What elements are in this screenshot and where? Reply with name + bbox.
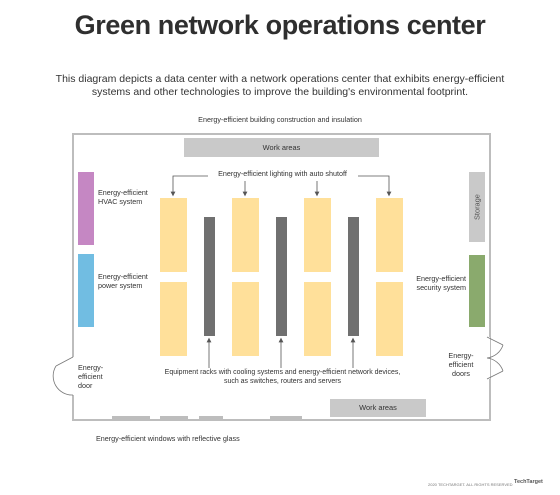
security-label: Energy-efficient security system [416, 274, 466, 292]
equipment-rack [304, 282, 331, 356]
brand-logo: TechTarget [514, 479, 543, 485]
hvac-system-block [78, 172, 94, 245]
page-subtitle: This diagram depicts a data center with … [55, 73, 505, 98]
hvac-label: Energy-efficient HVAC system [98, 188, 148, 206]
equipment-rack [232, 198, 259, 272]
work-area-top: Work areas [184, 138, 379, 157]
building-label: Energy-efficient building construction a… [198, 115, 362, 124]
windows-label: Energy-efficient windows with reflective… [96, 434, 240, 443]
window-segment [112, 416, 150, 420]
network-device [348, 217, 359, 336]
page-title: Green network operations center [74, 10, 486, 40]
window-segment [160, 416, 188, 420]
network-device [276, 217, 287, 336]
left-door-label: Energy-efficient door [78, 363, 104, 390]
equipment-rack [160, 198, 187, 272]
right-doors-label: Energy-efficient doors [448, 351, 474, 378]
network-device [204, 217, 215, 336]
power-system-block [78, 254, 94, 327]
power-label: Energy-efficient power system [98, 272, 148, 290]
security-system-block [469, 255, 485, 327]
equipment-rack [160, 282, 187, 356]
equipment-label: Equipment racks with cooling systems and… [164, 369, 401, 385]
left-door-opening [70, 357, 76, 395]
work-area-bottom: Work areas [330, 399, 426, 417]
equipment-rack [232, 282, 259, 356]
equipment-rack [376, 282, 403, 356]
equipment-rack [304, 198, 331, 272]
lighting-label: Energy-efficient lighting with auto shut… [218, 169, 347, 178]
window-segment [270, 416, 302, 420]
equipment-rack [376, 198, 403, 272]
copyright-text: 2020 TECHTARGET. ALL RIGHTS RESERVED [428, 482, 513, 487]
room-outline [72, 133, 491, 421]
window-segment [199, 416, 223, 420]
